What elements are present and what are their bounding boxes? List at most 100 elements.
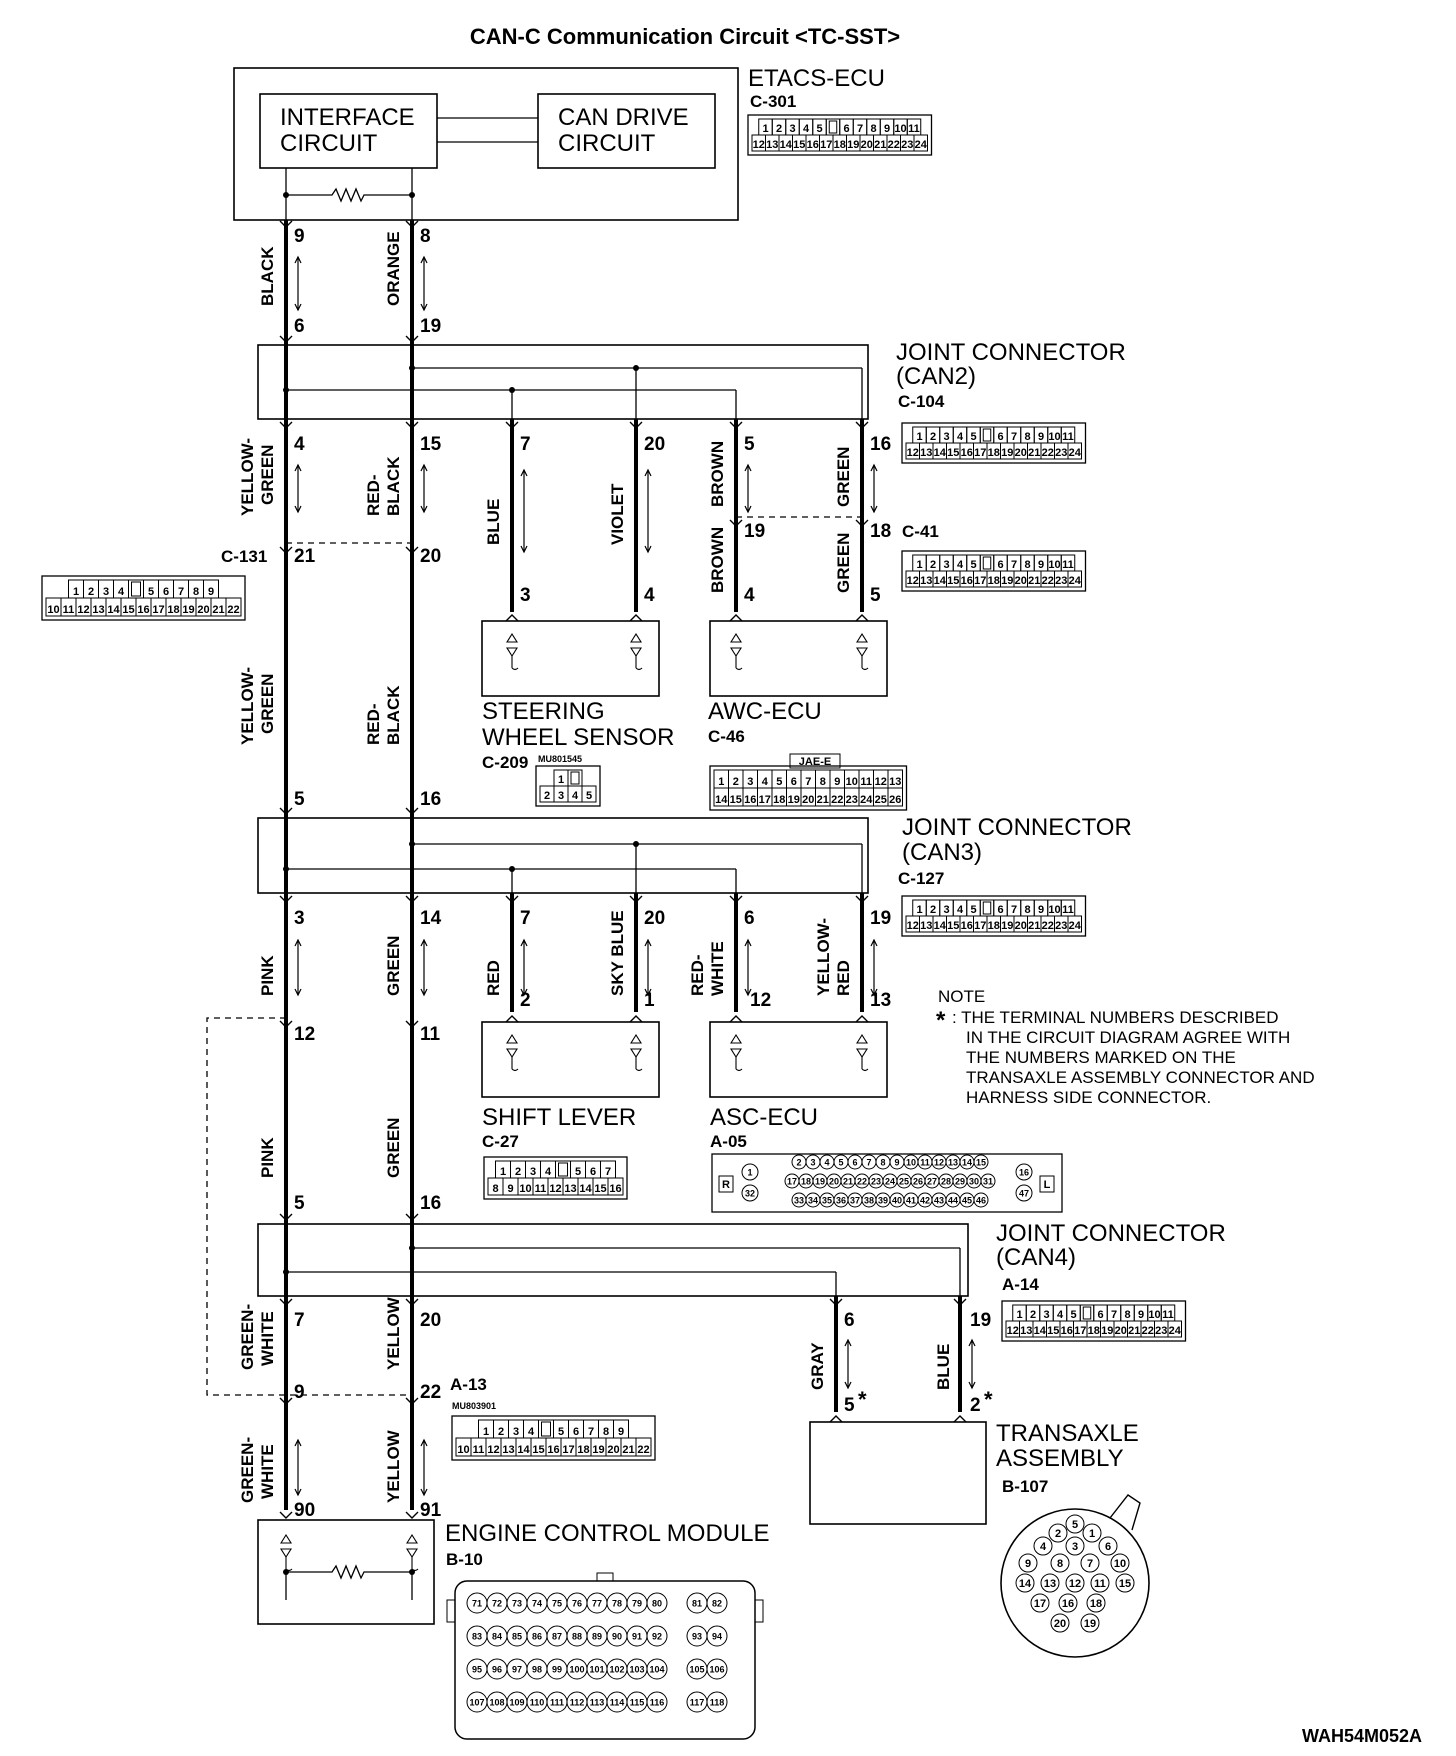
connector-pin: 5 — [970, 559, 976, 571]
connector-pin: 4 — [572, 790, 579, 802]
connector-pin: 8 — [193, 586, 199, 598]
steering-name-line1: STEERING — [482, 698, 605, 725]
wire-color-yellow-green-1b: GREEN — [258, 445, 277, 505]
terminal-arrow-icon — [405, 895, 419, 903]
wire-color-green-white-2b: WHITE — [258, 1444, 277, 1499]
connector-pin: 8 — [1024, 559, 1030, 571]
terminal-arrow-icon — [279, 1298, 293, 1306]
connector-pin: 96 — [492, 1665, 502, 1675]
connector-pin: 8 — [1024, 904, 1030, 916]
connector-pin: 4 — [803, 123, 810, 135]
connector-pin: 7 — [588, 1426, 594, 1438]
pin-label: 11 — [420, 1024, 441, 1045]
connector-pin: 17 — [562, 1444, 574, 1456]
bidirectional-arrow-icon — [844, 1338, 852, 1347]
connector-pin: 22 — [1042, 920, 1054, 932]
pin-label: 6 — [744, 908, 755, 929]
connector-pin: 71 — [472, 1599, 482, 1609]
receiver-icon — [630, 632, 642, 643]
steering-name-line2: WHEEL SENSOR — [482, 724, 674, 751]
connector-pin: 6 — [1097, 1309, 1103, 1321]
pin-label: 20 — [420, 546, 441, 567]
connector-pin: 21 — [1128, 1325, 1140, 1337]
terminal-arrow-icon — [405, 421, 419, 429]
awc-name: AWC-ECU — [708, 698, 822, 725]
connector-pin: 44 — [948, 1196, 958, 1206]
connector-pin: 1 — [1016, 1309, 1022, 1321]
connector-pin: 10 — [457, 1444, 469, 1456]
jc-can4-connector-id: A-14 — [1002, 1275, 1039, 1294]
connector-pin: 22 — [831, 794, 843, 806]
connector-pin: 5 — [575, 1166, 581, 1178]
connector-pin: 14 — [780, 139, 793, 151]
connector-pin: 6 — [997, 431, 1003, 443]
connector-pin: 41 — [906, 1196, 916, 1206]
connector-pin: 18 — [773, 794, 785, 806]
connector-pin: 11 — [920, 1158, 930, 1168]
connector-pin: 17 — [1034, 1598, 1046, 1610]
connector-pin: 18 — [1088, 1325, 1100, 1337]
terminal-marks — [279, 220, 967, 1572]
connector-pin: 13 — [948, 1158, 958, 1168]
wire-color-gray: GRAY — [808, 1342, 827, 1390]
connector-pin: 93 — [692, 1632, 702, 1642]
terminal-arrow-icon — [505, 614, 519, 622]
pin-label: 4 — [744, 585, 755, 606]
connector-pin: 8 — [1124, 1309, 1130, 1321]
connector-pin: 35 — [822, 1196, 832, 1206]
connector-pin: 11 — [63, 604, 75, 616]
terminal-arrow-icon — [855, 895, 869, 903]
connector-pin: 18 — [988, 920, 1000, 932]
connector-pin: 28 — [941, 1177, 951, 1187]
connector-pin: 23 — [846, 794, 858, 806]
terminal-arrow-icon — [279, 421, 293, 429]
connector-pin: 20 — [1054, 1618, 1066, 1630]
connector-pin: 99 — [552, 1665, 562, 1675]
connector-pin: 11 — [1062, 904, 1074, 916]
connector-pin: 6 — [791, 776, 797, 788]
pin-label: 9 — [294, 226, 305, 247]
connector-pin: 3 — [103, 586, 109, 598]
connector-pin: 9 — [1138, 1309, 1144, 1321]
connector-pin: 14 — [934, 447, 947, 459]
connector-pin: 45 — [962, 1196, 972, 1206]
connector-pin: 5 — [838, 1158, 843, 1168]
connector-pin: 76 — [572, 1599, 582, 1609]
connector-pin: 16 — [547, 1444, 559, 1456]
wire-color-red-black-1a: RED- — [364, 474, 383, 516]
wire-color-yellow-2: YELLOW — [384, 1429, 403, 1503]
pin-label: 2 — [970, 1395, 981, 1416]
wire-color-labels: BLACK ORANGE YELLOW- GREEN RED- BLACK BL… — [238, 231, 953, 1503]
jc-can4-name-line1: JOINT CONNECTOR — [996, 1220, 1226, 1247]
connector-pin: 2 — [930, 559, 936, 571]
connector-pin: 97 — [512, 1665, 522, 1675]
connector-pin: 47 — [1019, 1189, 1029, 1199]
connector-pin: 10 — [47, 604, 59, 616]
wire-color-green-white-2a: GREEN- — [238, 1437, 257, 1503]
side-label: L — [1044, 1179, 1051, 1191]
wire-color-sky-blue: SKY BLUE — [608, 910, 627, 996]
connector-pin: 14 — [517, 1444, 530, 1456]
connector-pin: 23 — [1055, 447, 1067, 459]
connector-pin: 7 — [1011, 559, 1017, 571]
connector-pin: 1 — [483, 1426, 489, 1438]
terminal-arrow-icon — [279, 335, 293, 343]
pin-label: 5 — [844, 1395, 855, 1416]
connector-pin: 16 — [961, 575, 973, 587]
pin-label: 14 — [420, 908, 442, 929]
connector-pin: 13 — [1044, 1578, 1056, 1590]
wire-color-pink-2: PINK — [258, 1137, 277, 1178]
connector-pin: 3 — [943, 431, 949, 443]
connector-pin: 8 — [880, 1158, 885, 1168]
connector-pin: 16 — [1019, 1168, 1029, 1178]
connector-pin: 116 — [650, 1698, 665, 1708]
wire-color-red: RED — [484, 960, 503, 996]
connector-pin: 11 — [1094, 1578, 1106, 1590]
connector-pin: 10 — [846, 776, 858, 788]
connector-pin: 1 — [916, 904, 922, 916]
connector-pin: 24 — [860, 794, 873, 806]
connector-pin: 4 — [528, 1426, 535, 1438]
connector-pin: 104 — [649, 1665, 664, 1675]
